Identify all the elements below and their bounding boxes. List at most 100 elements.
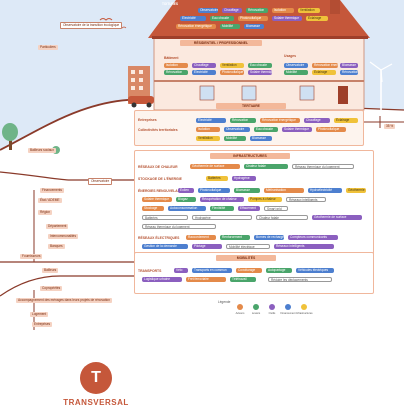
infra-chip[interactable]: Batteries (206, 176, 228, 181)
house-chip[interactable]: Éclairage (312, 70, 336, 75)
infra-chip[interactable]: Renforcement (220, 235, 250, 240)
chip-eau-chaude[interactable]: Eau chaude (210, 16, 234, 21)
left-tag-banques[interactable]: Banques (48, 244, 65, 249)
infra-chip[interactable]: Géothermie (346, 188, 366, 193)
chip-electricite[interactable]: Électricité (180, 16, 206, 21)
infra-chip[interactable]: Géothermie de surface (312, 215, 362, 220)
infra-chip[interactable]: Chaleur fatale (256, 215, 308, 220)
infra-chip[interactable]: Hydrogène (192, 215, 252, 220)
infra-chip[interactable]: Solaire thermique (142, 197, 172, 202)
tertiaire-chip[interactable]: Eau chaude (254, 127, 278, 132)
infra-chip[interactable]: Biomasse (234, 188, 260, 193)
infra-chip[interactable]: Méthanisation (264, 188, 304, 193)
tertiaire-chip[interactable]: Chauffage (304, 118, 330, 123)
infra-chip[interactable]: Smart grid (264, 206, 288, 211)
infra-chip[interactable]: Pompes à chaleur (248, 197, 282, 202)
infra-chip[interactable]: Réseaux intelligents (286, 197, 326, 202)
tertiaire-chip[interactable]: Ventilation (196, 136, 220, 141)
infra-chip[interactable]: Gestion de la demande (142, 244, 188, 249)
mob-chip[interactable]: Vélo (174, 268, 188, 273)
infra-chip[interactable]: Géothermie de surface (190, 164, 240, 169)
house-chip[interactable]: Rénovation (164, 70, 188, 75)
house-chip[interactable]: Ventilation (220, 63, 244, 68)
left-tag-departement[interactable]: Département (46, 224, 69, 229)
lower-left-1[interactable]: Bailleurs (42, 268, 59, 273)
left-tag-entreprises[interactable]: Observatoire (88, 178, 113, 185)
infra-chip[interactable]: Bornes de recharge (254, 235, 284, 240)
left-tag-financements[interactable]: Financements (40, 188, 65, 193)
tertiaire-chip[interactable]: Électricité (196, 118, 226, 123)
chip-isolation[interactable]: Isolation (272, 8, 294, 13)
house-chip[interactable]: Observatoire (284, 63, 308, 68)
infra-chip[interactable]: Éolien (178, 188, 194, 193)
house-chip[interactable]: Isolation (164, 63, 188, 68)
infra-chip[interactable]: Récupération de chaleur (200, 197, 244, 202)
house-chip[interactable]: Chauffage (192, 63, 216, 68)
left-tag-fournisseurs[interactable]: Fournisseurs (20, 254, 43, 259)
tertiaire-chip[interactable]: Éclairage (334, 118, 358, 123)
mob-chip[interactable]: Covoiturage (236, 268, 262, 273)
mob-chip[interactable]: Autopartage (266, 268, 292, 273)
mob-chip[interactable]: Transports en commun (192, 268, 232, 273)
infra-chip[interactable]: Mobilité électrique (226, 244, 270, 249)
house-chip[interactable]: Photovoltaïque (220, 70, 244, 75)
lower-left-2[interactable]: Copropriétés (40, 286, 63, 291)
house-chip[interactable]: Biomasse (340, 63, 358, 68)
lower-left-5[interactable]: Entreprises (32, 322, 53, 327)
tertiaire-chip[interactable]: Isolation (196, 127, 220, 132)
lower-left-3[interactable]: Accompagnement des ménages dans leurs pr… (16, 298, 112, 303)
tertiaire-chip[interactable]: Photovoltaïque (316, 127, 346, 132)
legend-label: Leviers (251, 312, 261, 315)
infra-chip[interactable]: Raccordement (186, 235, 216, 240)
mob-note[interactable]: Réduire les déplacements (268, 277, 332, 282)
tertiaire-chip[interactable]: Solaire thermique (282, 127, 312, 132)
infra-row1-label: RÉSEAUX DE CHALEUR (138, 165, 178, 169)
infra-chip[interactable]: Flexibilité (210, 206, 234, 211)
chip-renovation-energetique[interactable]: Rénovation énergétique (176, 24, 216, 29)
lower-left-4[interactable]: Logement (30, 312, 49, 317)
infra-chip[interactable]: Photovoltaïque (198, 188, 230, 193)
house-chip[interactable]: Électricité (192, 70, 216, 75)
infra-chip[interactable]: Réseaux intelligents (274, 244, 334, 249)
infra-chip[interactable]: Réseau thermique du logement (142, 224, 216, 229)
tertiaire-chip[interactable]: Mobilité (224, 136, 246, 141)
infra-chip[interactable]: Hydroélectricité (308, 188, 342, 193)
tertiaire-chip[interactable]: Observatoire (224, 127, 250, 132)
tertiaire-chip[interactable]: Rénovation (230, 118, 256, 123)
chip-chauffage[interactable]: Chauffage (222, 8, 242, 13)
infra-chip[interactable]: Hydrogène (232, 176, 256, 181)
infra-chip[interactable]: Chaleur fatale (244, 164, 288, 169)
chip-biomasse[interactable]: Biomasse (244, 24, 264, 29)
infra-chip[interactable]: Stockage (142, 206, 164, 211)
house-chip[interactable]: Rénovation énergétique (312, 63, 338, 68)
left-tag-etat[interactable]: État / ADEME (38, 198, 62, 203)
chip-mobilite[interactable]: Mobilité (220, 24, 240, 29)
infra-chip[interactable]: Batteries (142, 215, 188, 220)
tertiaire-chip[interactable]: Rénovation énergétique (260, 118, 300, 123)
house-chip[interactable]: Solaire thermique (248, 70, 272, 75)
chip-renovation[interactable]: Rénovation (246, 8, 268, 13)
tertiaire-chip[interactable]: Biomasse (250, 136, 272, 141)
house-chip[interactable]: Rénovation (340, 70, 358, 75)
infra-chip[interactable]: Compteurs communicants (288, 235, 338, 240)
left-tag-particuliers[interactable]: Particuliers (38, 45, 58, 50)
house-chip[interactable]: Mobilité (284, 70, 308, 75)
mob-chip[interactable]: Véhicules électriques (296, 268, 334, 273)
infra-chip[interactable]: Pilotage (192, 244, 222, 249)
left-tag-region[interactable]: Région (38, 210, 53, 215)
chip-ventilation[interactable]: Ventilation (298, 8, 320, 13)
house-chip[interactable]: Eau chaude (248, 63, 272, 68)
chip-observatoire[interactable]: Observatoire (198, 8, 218, 13)
infra-chip[interactable]: Biogaz (176, 197, 196, 202)
chip-eclairage[interactable]: Éclairage (306, 16, 328, 21)
left-tag-interco[interactable]: Intercommunalités (48, 234, 79, 239)
infra-chip[interactable]: Autoconsommation (168, 206, 206, 211)
infra-chip[interactable]: Effacement (238, 206, 260, 211)
chip-solaire[interactable]: Solaire thermique (272, 16, 302, 21)
infra-chip[interactable]: Réseau thermique du logement (292, 164, 354, 169)
mob-chip[interactable]: Logistique urbaine (142, 277, 182, 282)
chip-photovoltaique[interactable]: Photovoltaïque (238, 16, 268, 21)
mob-chip[interactable]: Télétravail (230, 277, 256, 282)
mob-chip[interactable]: Fret ferroviaire (186, 277, 226, 282)
left-tag-bailleurs[interactable]: Bailleurs sociaux (28, 148, 56, 153)
